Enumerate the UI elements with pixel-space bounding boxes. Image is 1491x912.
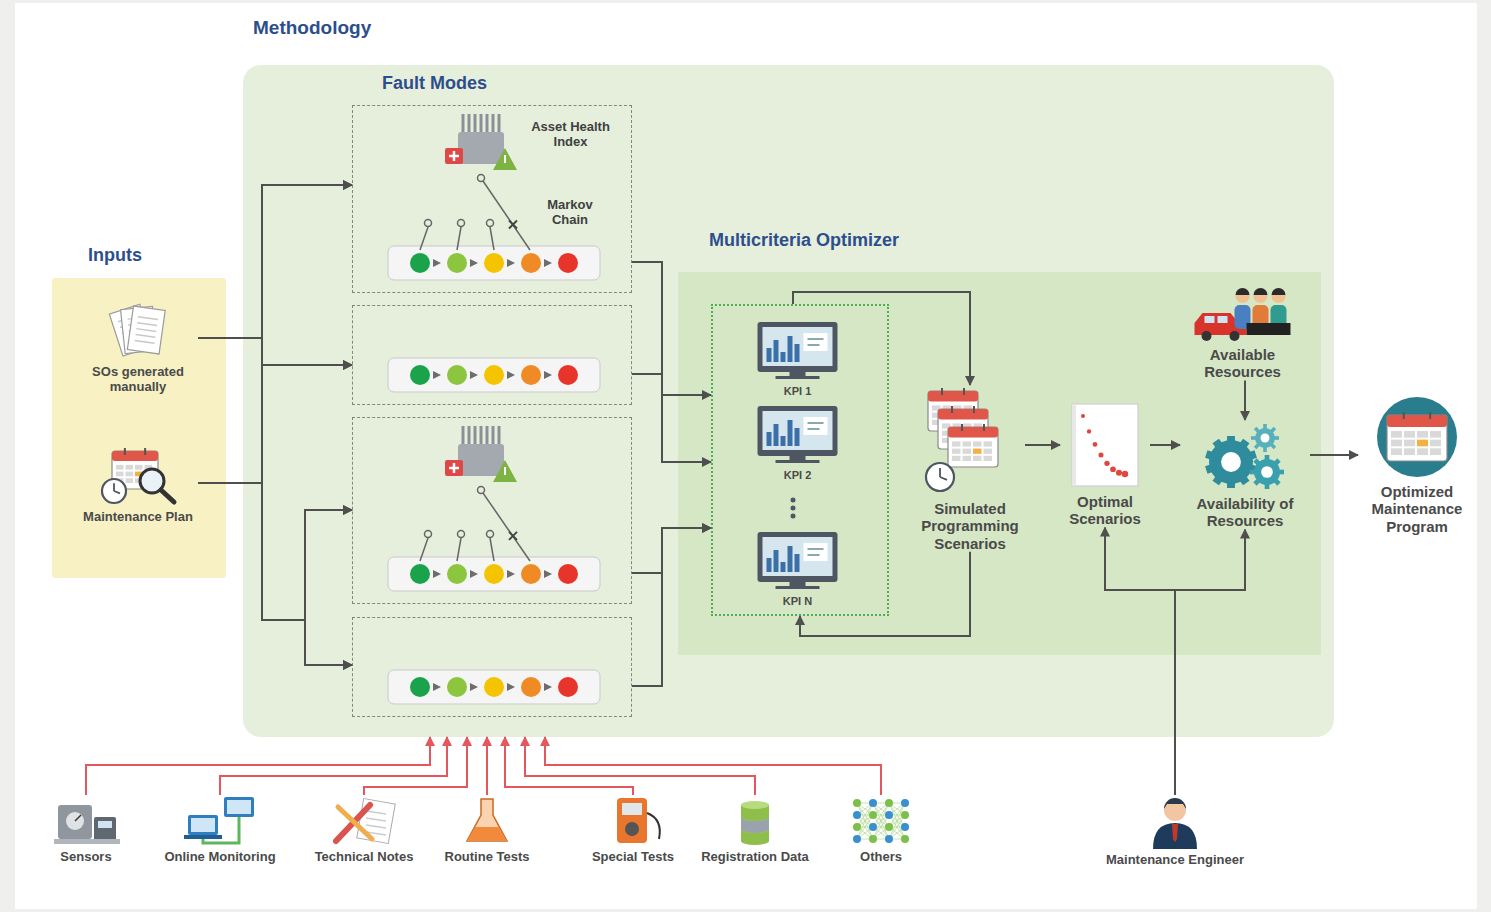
data-source-arrow — [86, 737, 430, 795]
kpi-item: KPI 2 — [750, 404, 845, 482]
kpi-item: KPI 1 — [750, 320, 845, 398]
meter-icon — [573, 795, 693, 847]
node-label: Maintenance Plan — [78, 510, 198, 525]
monitor-icon — [750, 320, 845, 382]
node-label: Optimal Scenarios — [1060, 493, 1150, 528]
people-icon — [1180, 283, 1305, 343]
optimizer-panel: Multicriteria OptimizerKPI 1KPI 2KPI NSi… — [678, 272, 1321, 655]
flow-arrow — [198, 365, 352, 483]
data-source-arrow — [486, 737, 488, 795]
flow-arrow — [632, 262, 711, 395]
methodology-panel: MethodologyAsset Health IndexMarkov Chai… — [243, 65, 1334, 737]
flow-arrow — [198, 338, 352, 665]
node-label: Simulated Programming Scenarios — [915, 500, 1025, 552]
node-label: Asset Health Index — [523, 120, 618, 154]
source-item: Special Tests — [573, 795, 693, 865]
optcal-icon — [1358, 395, 1476, 480]
flow-arrow — [198, 185, 352, 338]
flask-icon — [427, 795, 547, 847]
flow-arrow — [632, 528, 711, 573]
curve-icon — [1060, 402, 1150, 490]
node-label: Availability of Resources — [1180, 495, 1310, 530]
process-item: Optimal Scenarios — [1060, 402, 1150, 528]
source-item: Online Monitoring — [160, 795, 280, 865]
person-icon — [1100, 795, 1250, 850]
monitor-icon — [750, 404, 845, 466]
engineer-item: Maintenance Engineer — [1100, 795, 1250, 868]
flow-arrow — [198, 483, 352, 665]
node-label: Routine Tests — [427, 850, 547, 865]
node-label: Registration Data — [695, 850, 815, 865]
data-source-arrow — [220, 737, 447, 795]
process-item: Available Resources — [1180, 283, 1305, 381]
input-panel: InputsSOs generated manuallyMaintenance … — [52, 278, 226, 578]
node-label: KPI 1 — [750, 385, 845, 398]
fault-mode-box: Asset Health IndexMarkov Chain — [352, 105, 632, 293]
node-label: Available Resources — [1180, 346, 1305, 381]
flow-arrow — [632, 528, 711, 686]
panel-heading: Multicriteria Optimizer — [709, 230, 899, 251]
node-label: KPI 2 — [750, 469, 845, 482]
node-label: Sensors — [26, 850, 146, 865]
fault-mode-box — [352, 617, 632, 717]
source-item: Sensors — [26, 795, 146, 865]
source-item: Others — [821, 795, 941, 865]
flow-arrow — [1244, 381, 1246, 421]
data-source-arrow — [525, 737, 755, 795]
panel-heading: Methodology — [253, 17, 371, 39]
cals-icon — [915, 385, 1025, 497]
flow-arrow — [198, 483, 352, 620]
flow-arrow — [1025, 444, 1060, 446]
online-icon — [160, 795, 280, 847]
data-source-arrow — [505, 737, 633, 795]
db-icon — [695, 795, 815, 847]
source-item: Technical Notes — [304, 795, 424, 865]
docs-icon — [78, 300, 198, 362]
sensors-icon — [26, 795, 146, 847]
node-label: Optimized Maintenance Program — [1358, 483, 1476, 535]
kpi-group: KPI 1 KPI 2 KPI N — [711, 304, 889, 616]
markov-chain-figure — [353, 418, 633, 605]
fault-mode-box — [352, 417, 632, 604]
flow-arrow — [198, 338, 352, 365]
markov-chain-figure — [353, 306, 633, 406]
markov-chain-figure — [353, 618, 633, 718]
gears-icon — [1180, 420, 1310, 492]
data-source-arrow — [364, 737, 467, 795]
source-item: Routine Tests — [427, 795, 547, 865]
section-heading: Fault Modes — [382, 73, 487, 94]
monitor-icon — [750, 530, 845, 592]
source-item: Registration Data — [695, 795, 815, 865]
process-item: Availability of Resources — [1180, 420, 1310, 530]
flow-arrow — [632, 374, 711, 462]
flow-arrow — [1175, 530, 1245, 796]
net-icon — [821, 795, 941, 847]
kpi-item: KPI N — [750, 530, 845, 608]
flow-arrow — [793, 292, 970, 385]
flow-arrow — [1105, 528, 1175, 796]
flow-arrow — [198, 338, 352, 620]
output-item: Optimized Maintenance Program — [1358, 395, 1476, 535]
node-label: Online Monitoring — [160, 850, 280, 865]
input-item: SOs generated manually — [78, 300, 198, 395]
flow-arrow — [198, 185, 352, 483]
node-label: Technical Notes — [304, 850, 424, 865]
fault-mode-box — [352, 305, 632, 405]
node-label: Maintenance Engineer — [1100, 853, 1250, 868]
flow-arrow — [800, 552, 970, 636]
node-label: Special Tests — [573, 850, 693, 865]
node-label: KPI N — [750, 595, 845, 608]
node-label: Others — [821, 850, 941, 865]
data-source-arrow — [545, 737, 881, 795]
flow-arrow — [1310, 454, 1358, 456]
panel-heading: Inputs — [88, 245, 142, 266]
notes-icon — [304, 795, 424, 847]
plan-icon — [78, 445, 198, 507]
input-item: Maintenance Plan — [78, 445, 198, 525]
flow-arrow — [1150, 444, 1180, 446]
node-label: SOs generated manually — [78, 365, 198, 395]
process-item: Simulated Programming Scenarios — [915, 385, 1025, 552]
node-label: Markov Chain — [535, 198, 605, 228]
